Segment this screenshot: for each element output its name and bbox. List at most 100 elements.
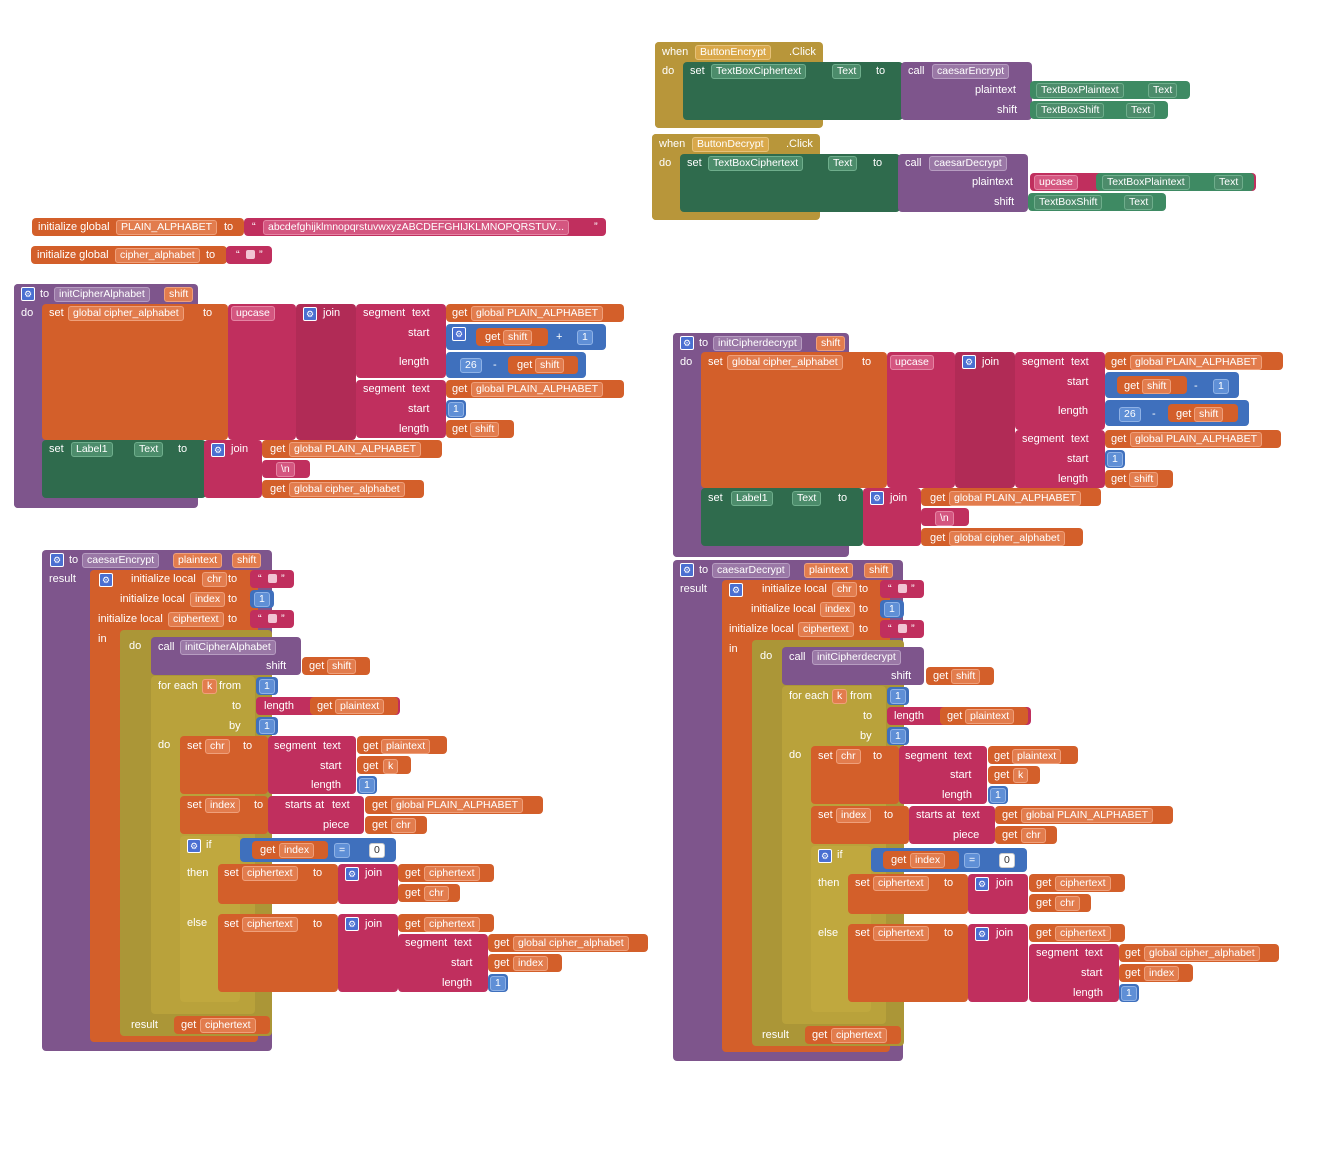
local-name-field[interactable]: ciphertext: [168, 612, 224, 627]
mutator-gear-icon[interactable]: ⚙: [21, 287, 35, 301]
property-dropdown[interactable]: Text: [792, 491, 822, 506]
variable-dropdown[interactable]: global PLAIN_ALPHABET: [471, 382, 603, 397]
variable-dropdown[interactable]: index: [1144, 966, 1180, 981]
upcase-dropdown[interactable]: upcase: [890, 355, 934, 370]
local-name-field[interactable]: chr: [832, 582, 857, 597]
variable-dropdown[interactable]: ciphertext: [831, 1028, 887, 1043]
variable-dropdown[interactable]: shift: [470, 422, 500, 437]
number-field[interactable]: 26: [1119, 407, 1141, 422]
variable-dropdown[interactable]: global PLAIN_ALPHABET: [471, 306, 603, 321]
component-dropdown[interactable]: Label1: [71, 442, 113, 457]
variable-dropdown[interactable]: ciphertext: [873, 926, 929, 941]
local-name-field[interactable]: ciphertext: [798, 622, 854, 637]
property-dropdown[interactable]: Text: [828, 156, 858, 171]
variable-dropdown[interactable]: global cipher_alphabet: [949, 531, 1065, 546]
number-field[interactable]: 26: [460, 358, 482, 373]
variable-dropdown[interactable]: ciphertext: [424, 866, 480, 881]
text-value-field[interactable]: \n: [276, 462, 295, 477]
variable-dropdown[interactable]: shift: [1129, 472, 1159, 487]
variable-dropdown[interactable]: index: [279, 843, 315, 858]
variable-dropdown[interactable]: global PLAIN_ALPHABET: [1130, 355, 1262, 370]
set-global-cipher-block[interactable]: [42, 304, 228, 440]
property-dropdown[interactable]: Text: [1126, 103, 1156, 118]
variable-dropdown[interactable]: ciphertext: [242, 917, 298, 932]
mutator-gear-icon[interactable]: ⚙: [187, 839, 201, 853]
number-field[interactable]: 1: [1121, 986, 1137, 1001]
segment-block[interactable]: [1015, 352, 1105, 430]
property-dropdown[interactable]: Text: [1148, 83, 1178, 98]
property-dropdown[interactable]: Text: [134, 442, 164, 457]
variable-dropdown[interactable]: chr: [836, 749, 861, 764]
variable-dropdown[interactable]: chr: [424, 886, 449, 901]
variable-dropdown[interactable]: shift: [327, 659, 357, 674]
number-field[interactable]: 1: [890, 689, 906, 704]
segment-block[interactable]: [398, 934, 488, 992]
variable-dropdown[interactable]: global PLAIN_ALPHABET: [289, 442, 421, 457]
number-field[interactable]: 1: [990, 788, 1006, 803]
loop-var-field[interactable]: k: [832, 689, 848, 704]
join-block[interactable]: [955, 352, 1015, 488]
component-dropdown[interactable]: TextBoxShift: [1034, 195, 1103, 210]
property-dropdown[interactable]: Text: [1124, 195, 1154, 210]
variable-dropdown[interactable]: global cipher_alphabet: [513, 936, 629, 951]
segment-block[interactable]: [899, 746, 987, 804]
variable-dropdown[interactable]: global cipher_alphabet: [1144, 946, 1260, 961]
segment-block[interactable]: [1029, 944, 1119, 1002]
variable-dropdown[interactable]: ciphertext: [1055, 876, 1111, 891]
param-shift[interactable]: shift: [816, 336, 846, 351]
mutator-gear-icon[interactable]: ⚙: [975, 927, 989, 941]
mutator-gear-icon[interactable]: ⚙: [345, 917, 359, 931]
number-field[interactable]: 1: [254, 592, 270, 607]
text-value-field[interactable]: abcdefghijklmnopqrstuvwxyzABCDEFGHIJKLMN…: [263, 220, 570, 235]
component-dropdown[interactable]: ButtonDecrypt: [692, 137, 769, 152]
variable-dropdown[interactable]: global cipher_alphabet: [68, 306, 184, 321]
mutator-gear-icon[interactable]: ⚙: [729, 583, 743, 597]
variable-dropdown[interactable]: ciphertext: [242, 866, 298, 881]
number-field[interactable]: 1: [577, 330, 593, 345]
mutator-gear-icon[interactable]: ⚙: [211, 443, 225, 457]
upcase-dropdown[interactable]: upcase: [231, 306, 275, 321]
mutator-gear-icon[interactable]: ⚙: [680, 563, 694, 577]
property-dropdown[interactable]: Text: [832, 64, 862, 79]
component-dropdown[interactable]: TextBoxCiphertext: [708, 156, 804, 171]
variable-dropdown[interactable]: global PLAIN_ALPHABET: [1130, 432, 1262, 447]
segment-block[interactable]: [356, 304, 446, 378]
variable-dropdown[interactable]: plaintext: [965, 709, 1015, 724]
number-field[interactable]: 1: [890, 729, 906, 744]
variable-dropdown[interactable]: plaintext: [1012, 749, 1062, 764]
mutator-gear-icon[interactable]: ⚙: [452, 327, 466, 341]
variable-dropdown[interactable]: plaintext: [335, 699, 385, 714]
number-field[interactable]: 1: [884, 602, 900, 617]
component-dropdown[interactable]: ButtonEncrypt: [695, 45, 771, 60]
procedure-name-field[interactable]: caesarDecrypt: [712, 563, 790, 578]
empty-text-field[interactable]: [898, 624, 907, 633]
empty-text-field[interactable]: [898, 584, 907, 593]
local-name-field[interactable]: chr: [202, 572, 227, 587]
variable-dropdown[interactable]: ciphertext: [1055, 926, 1111, 941]
segment-block[interactable]: [1015, 430, 1105, 488]
variable-dropdown[interactable]: chr: [391, 818, 416, 833]
variable-dropdown[interactable]: ciphertext: [424, 917, 480, 932]
segment-block[interactable]: [356, 380, 446, 438]
variable-dropdown[interactable]: global PLAIN_ALPHABET: [391, 798, 523, 813]
mutator-gear-icon[interactable]: ⚙: [975, 877, 989, 891]
variable-dropdown[interactable]: shift: [503, 330, 533, 345]
operator-dropdown[interactable]: =: [964, 853, 981, 868]
upcase-block[interactable]: [228, 304, 296, 440]
variable-dropdown[interactable]: ciphertext: [200, 1018, 256, 1033]
set-label1-text-block[interactable]: [701, 488, 863, 546]
variable-dropdown[interactable]: k: [383, 759, 399, 774]
procedure-dropdown[interactable]: initCipherdecrypt: [812, 650, 901, 665]
empty-text-field[interactable]: [246, 250, 255, 259]
param-shift[interactable]: shift: [232, 553, 262, 568]
variable-dropdown[interactable]: global cipher_alphabet: [727, 355, 843, 370]
mutator-gear-icon[interactable]: ⚙: [303, 307, 317, 321]
segment-block[interactable]: [268, 736, 356, 794]
mutator-gear-icon[interactable]: ⚙: [962, 355, 976, 369]
number-field[interactable]: 1: [1107, 452, 1123, 467]
variable-dropdown[interactable]: shift: [1142, 379, 1172, 394]
number-field[interactable]: 0: [999, 853, 1015, 868]
procedure-name-field[interactable]: initCipherAlphabet: [54, 287, 150, 302]
mutator-gear-icon[interactable]: ⚙: [99, 573, 113, 587]
global-name-field[interactable]: cipher_alphabet: [115, 248, 200, 263]
